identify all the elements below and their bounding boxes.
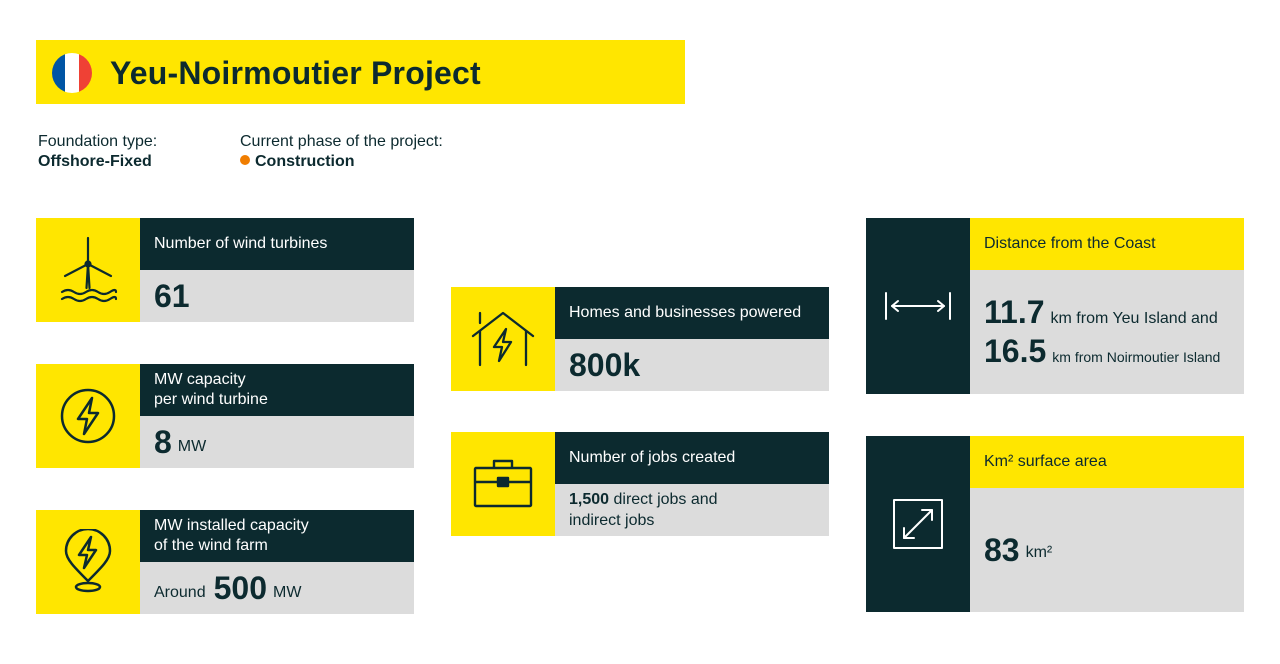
card-title: Distance from the Coast: [970, 218, 1244, 270]
capacity-unit: MW: [177, 438, 207, 455]
diagonal-arrow-icon: [866, 436, 970, 612]
foundation-type-label: Foundation type:: [38, 133, 158, 150]
jobs-text-line1: direct jobs and: [613, 491, 718, 508]
card-wind-turbines: Number of wind turbines 61: [36, 218, 414, 322]
card-installed-capacity: MW installed capacity of the wind farm A…: [36, 510, 414, 614]
title-bar: [36, 40, 685, 104]
surface-value: 83: [984, 531, 1020, 568]
card-value: 8 MW: [140, 416, 414, 468]
card-title: Number of wind turbines: [140, 218, 414, 270]
card-title: Homes and businesses powered: [555, 287, 829, 339]
briefcase-icon: [451, 432, 555, 536]
card-value: 61: [140, 270, 414, 322]
installed-capacity-value: 500: [213, 569, 267, 606]
page-title: Yeu-Noirmoutier Project: [110, 55, 481, 91]
jobs-text-line2: indirect jobs: [569, 512, 655, 529]
wind-turbine-icon: [36, 218, 140, 322]
card-surface-area: Km² surface area 83 km²: [866, 436, 1244, 612]
distance-noirmoutier-text: km from Noirmoutier Island: [1052, 349, 1221, 365]
project-phase-value: Construction: [240, 152, 355, 172]
distance-yeu-value: 11.7: [984, 294, 1045, 330]
card-value: 800k: [555, 339, 829, 391]
card-title: MW installed capacity of the wind farm: [140, 510, 414, 562]
capacity-prefix: Around: [154, 584, 206, 601]
distance-yeu-text: km from Yeu Island and: [1050, 310, 1218, 327]
card-title: Number of jobs created: [555, 432, 829, 484]
card-title-line2: of the wind farm: [154, 537, 268, 554]
capacity-value: 8: [154, 423, 172, 460]
project-phase-text: Construction: [255, 153, 355, 170]
homes-value: 800k: [569, 346, 641, 383]
card-jobs-created: Number of jobs created 1,500 direct jobs…: [451, 432, 829, 536]
house-lightning-icon: [451, 287, 555, 391]
horizontal-arrow-icon: [866, 218, 970, 394]
card-homes-powered: Homes and businesses powered 800k: [451, 287, 829, 391]
lightning-circle-icon: [36, 364, 140, 468]
card-value: 11.7 km from Yeu Island and 16.5 km from N…: [970, 270, 1244, 394]
card-capacity-per-turbine: MW capacity per wind turbine 8 MW: [36, 364, 414, 468]
card-title-line2: per wind turbine: [154, 391, 268, 408]
foundation-type-value: Offshore-Fixed: [38, 153, 152, 170]
surface-unit: km²: [1025, 544, 1053, 561]
project-phase-label: Current phase of the project:: [240, 133, 443, 150]
card-value: 83 km²: [970, 488, 1244, 612]
card-title: Km² surface area: [970, 436, 1244, 488]
card-value: Around 500 MW: [140, 562, 414, 614]
card-title: MW capacity per wind turbine: [140, 364, 414, 416]
france-flag-icon: [52, 53, 92, 93]
installed-capacity-unit: MW: [272, 584, 302, 601]
card-distance-from-coast: Distance from the Coast 11.7 km from Yeu …: [866, 218, 1244, 394]
card-title-line1: MW capacity: [154, 371, 246, 388]
turbine-count: 61: [154, 277, 190, 314]
card-title-line1: MW installed capacity: [154, 517, 309, 534]
distance-noirmoutier-value: 16.5: [984, 333, 1047, 369]
jobs-value: 1,500: [569, 491, 610, 508]
location-lightning-icon: [36, 510, 140, 614]
card-value: 1,500 direct jobs and indirect jobs: [555, 484, 829, 536]
phase-status-dot-icon: [240, 155, 250, 165]
